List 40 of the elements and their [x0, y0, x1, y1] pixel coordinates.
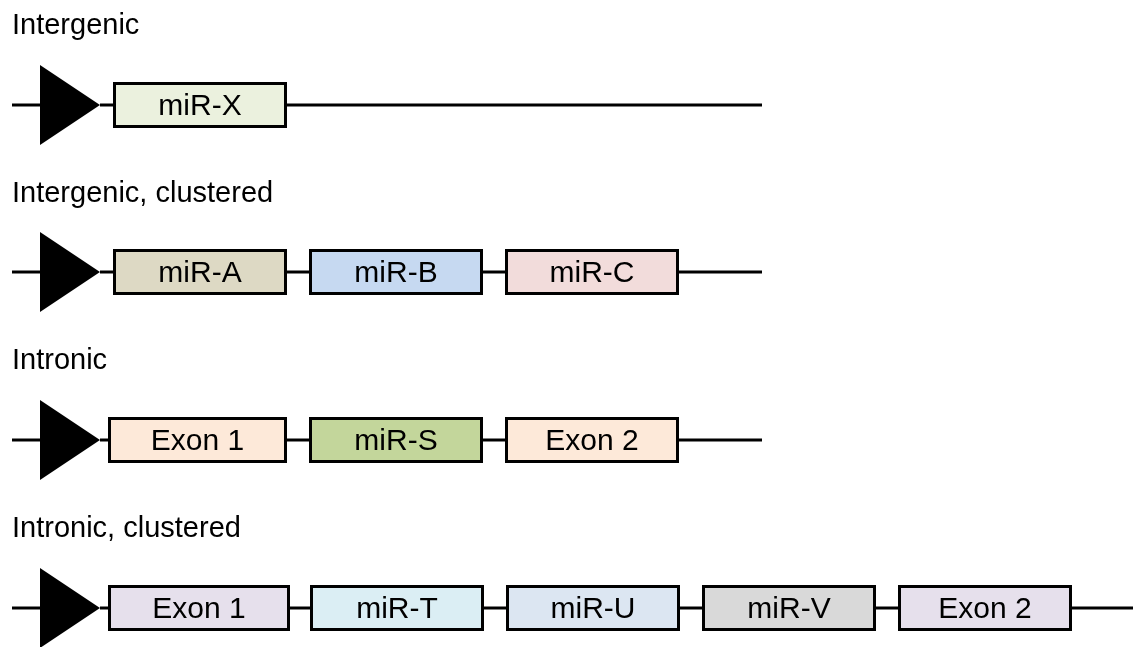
dna-strand-line: [1072, 606, 1133, 610]
gene-segment-box: miR-V: [702, 585, 876, 631]
promoter-triangle: [40, 65, 100, 145]
gene-segment-box: Exon 2: [898, 585, 1072, 631]
dna-strand-line: [100, 606, 108, 610]
gene-segment-box: miR-A: [113, 249, 287, 295]
dna-strand-line: [484, 606, 506, 610]
dna-strand-line: [100, 270, 113, 274]
dna-strand-line: [12, 606, 40, 610]
promoter-triangle: [40, 568, 100, 647]
gene-segment-box: Exon 1: [108, 417, 287, 463]
dna-strand-line: [100, 103, 113, 107]
row-heading: Intergenic, clustered: [12, 176, 274, 209]
dna-strand-line: [679, 438, 762, 442]
dna-strand-line: [12, 438, 40, 442]
dna-strand-line: [12, 103, 40, 107]
gene-segment-box: Exon 2: [505, 417, 679, 463]
row-heading: Intergenic: [12, 8, 140, 41]
dna-strand-line: [483, 438, 505, 442]
gene-segment-box: miR-B: [309, 249, 483, 295]
dna-strand-line: [100, 438, 108, 442]
gene-segment-box: miR-C: [505, 249, 679, 295]
gene-segment-box: miR-T: [310, 585, 484, 631]
gene-segment-box: miR-S: [309, 417, 483, 463]
row-heading: Intronic: [12, 343, 108, 376]
dna-strand-line: [679, 270, 762, 274]
promoter-triangle: [40, 400, 100, 480]
dna-strand-line: [12, 270, 40, 274]
dna-strand-line: [290, 606, 310, 610]
gene-segment-box: miR-U: [506, 585, 680, 631]
dna-strand-line: [287, 270, 309, 274]
dna-strand-line: [483, 270, 505, 274]
row-heading: Intronic, clustered: [12, 511, 241, 544]
dna-strand-line: [876, 606, 898, 610]
gene-segment-box: miR-X: [113, 82, 287, 128]
gene-segment-box: Exon 1: [108, 585, 290, 631]
dna-strand-line: [680, 606, 702, 610]
dna-strand-line: [287, 438, 309, 442]
dna-strand-line: [287, 103, 762, 107]
promoter-triangle: [40, 232, 100, 312]
